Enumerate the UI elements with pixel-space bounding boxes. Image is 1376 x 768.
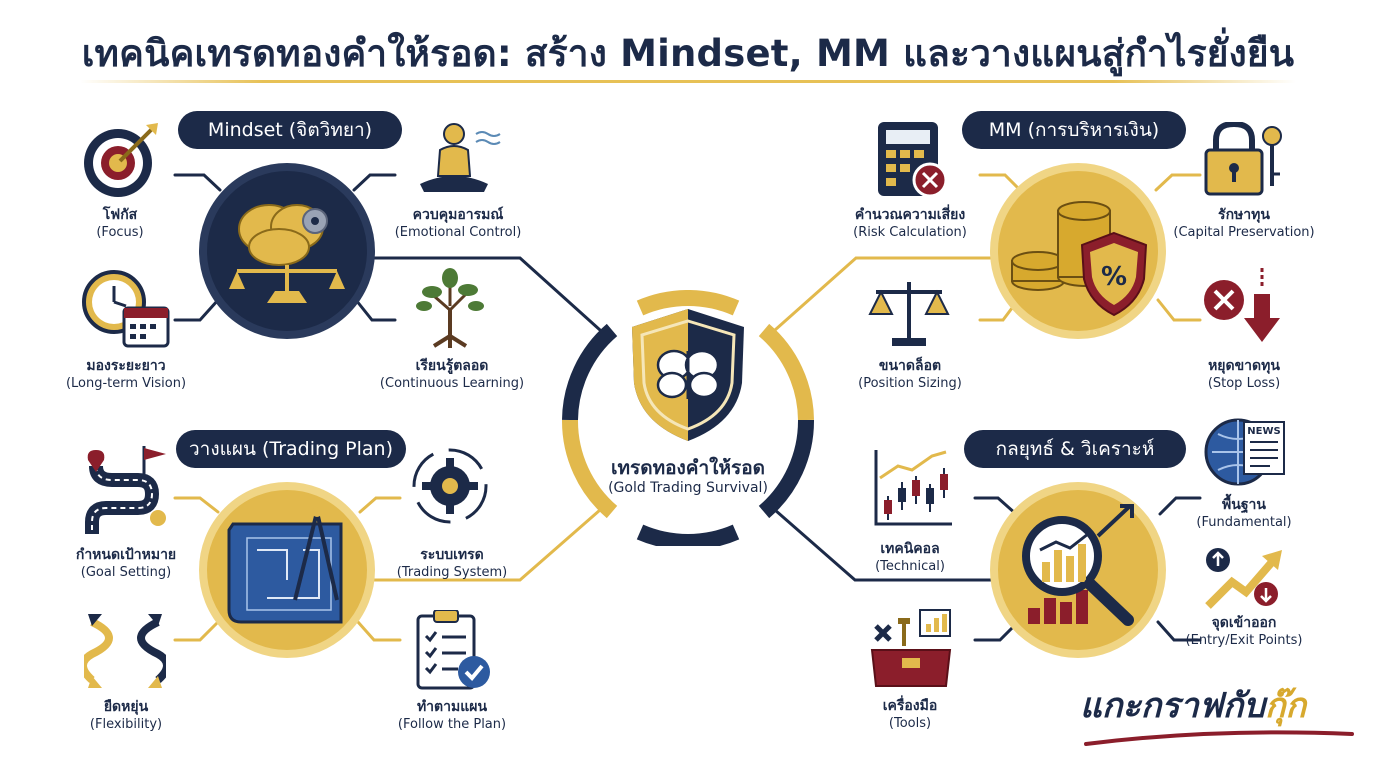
risk-calculation-th: คำนวณความเสี่ยง — [854, 207, 966, 223]
blueprint-compass-icon — [227, 507, 343, 624]
brand-text: แกะกราฟกับ — [1080, 686, 1265, 726]
candlestick-chart-icon — [874, 450, 952, 526]
emotional-control-label: ควบคุมอารมณ์ (Emotional Control) — [358, 206, 558, 242]
technical-en: (Technical) — [875, 559, 945, 574]
focus-th: โฟกัส — [102, 207, 138, 223]
trading-system-en: (Trading System) — [396, 565, 508, 580]
stop-loss-en: (Stop Loss) — [1207, 376, 1281, 391]
technical-label: เทคนิคอล (Technical) — [810, 540, 1010, 576]
balance-scale-icon — [868, 282, 950, 346]
emotional-control-en: (Emotional Control) — [394, 225, 522, 240]
continuous-learning-en: (Continuous Learning) — [379, 376, 525, 391]
toolbox-icon — [870, 609, 952, 687]
long-term-vision-th: มองระยะยาว — [86, 358, 166, 374]
continuous-learning-label: เรียนรู้ตลอด (Continuous Learning) — [352, 357, 552, 393]
brand-logo: แกะกราฟกับกุ๊ก — [1080, 678, 1350, 732]
magnifier-chart-icon — [1022, 504, 1134, 626]
goal-setting-th: กำหนดเป้าหมาย — [75, 547, 177, 563]
emotional-control-th: ควบคุมอารมณ์ — [412, 207, 504, 223]
continuous-learning-th: เรียนรู้ตลอด — [415, 358, 489, 374]
plan-hub — [199, 482, 375, 658]
globe-news-icon: NEWS — [1204, 418, 1285, 486]
plan-header: วางแผน (Trading Plan) — [176, 430, 406, 468]
fundamental-en: (Fundamental) — [1196, 515, 1292, 530]
capital-preservation-label: รักษาทุน (Capital Preservation) — [1144, 206, 1344, 242]
flexibility-en: (Flexibility) — [89, 717, 163, 732]
entry-exit-en: (Entry/Exit Points) — [1185, 633, 1303, 648]
stop-loss-th: หยุดขาดทุน — [1208, 358, 1280, 374]
long-term-vision-label: มองระยะยาว (Long-term Vision) — [26, 357, 226, 393]
follow-plan-label: ทำตามแผน (Follow the Plan) — [352, 698, 552, 734]
focus-label: โฟกัส (Focus) — [20, 206, 220, 242]
flexibility-label: ยืดหยุ่น (Flexibility) — [26, 698, 226, 734]
risk-calculation-label: คำนวณความเสี่ยง (Risk Calculation) — [810, 206, 1010, 242]
strategy-header: กลยุทธ์ & วิเคราะห์ — [964, 430, 1186, 468]
stop-loss-arrow-icon — [1204, 268, 1280, 342]
title-underline — [80, 80, 1296, 83]
meditation-icon — [420, 123, 501, 192]
center-subtitle: (Gold Trading Survival) — [608, 480, 768, 496]
position-sizing-th: ขนาดล็อต — [878, 358, 942, 374]
position-sizing-label: ขนาดล็อต (Position Sizing) — [810, 357, 1010, 393]
trading-system-th: ระบบเทรด — [420, 547, 484, 563]
focus-en: (Focus) — [96, 225, 144, 240]
long-term-vision-en: (Long-term Vision) — [65, 376, 187, 391]
capital-preservation-th: รักษาทุน — [1218, 207, 1270, 223]
entry-exit-th: จุดเข้าออก — [1211, 615, 1277, 631]
fundamental-label: พื้นฐาน (Fundamental) — [1144, 496, 1344, 532]
clock-calendar-icon — [82, 270, 170, 348]
position-sizing-en: (Position Sizing) — [858, 376, 962, 391]
center-hub — [561, 290, 815, 546]
brand-underline — [1084, 730, 1354, 746]
gear-cycle-icon — [412, 448, 488, 524]
stop-loss-label: หยุดขาดทุน (Stop Loss) — [1144, 357, 1344, 393]
brand-highlight: กุ๊ก — [1264, 686, 1307, 726]
coins-shield-percent-icon: % — [1011, 201, 1148, 317]
capital-preservation-en: (Capital Preservation) — [1173, 225, 1315, 240]
entry-exit-label: จุดเข้าออก (Entry/Exit Points) — [1144, 614, 1344, 650]
goal-setting-label: กำหนดเป้าหมาย (Goal Setting) — [26, 546, 226, 582]
goal-setting-en: (Goal Setting) — [80, 565, 172, 580]
flexible-arrows-icon — [84, 614, 166, 688]
trading-system-label: ระบบเทรด (Trading System) — [352, 546, 552, 582]
mm-hub: % — [990, 163, 1166, 339]
target-icon — [84, 123, 158, 197]
padlock-key-icon — [1204, 122, 1282, 196]
technical-th: เทคนิคอล — [880, 541, 940, 557]
mindset-hub — [199, 163, 375, 339]
svg-text:%: % — [1101, 262, 1127, 292]
tools-label: เครื่องมือ (Tools) — [810, 697, 1010, 733]
checklist-icon — [416, 610, 490, 690]
risk-calculation-en: (Risk Calculation) — [853, 225, 967, 240]
mm-header: MM (การบริหารเงิน) — [962, 111, 1186, 149]
tools-en: (Tools) — [888, 716, 932, 731]
center-title: เทรดทองคำให้รอด — [611, 457, 765, 479]
page-title: เทคนิคเทรดทองคำให้รอด: สร้าง Mindset, MM… — [81, 32, 1295, 75]
roadmap-icon — [85, 446, 166, 534]
follow-plan-en: (Follow the Plan) — [397, 717, 507, 732]
follow-plan-th: ทำตามแผน — [416, 699, 488, 715]
tools-th: เครื่องมือ — [882, 698, 938, 714]
tree-icon — [416, 268, 484, 348]
mindset-header: Mindset (จิตวิทยา) — [178, 111, 402, 149]
svg-text:NEWS: NEWS — [1247, 426, 1280, 437]
shield-brain-icon — [632, 309, 744, 441]
strategy-hub — [990, 482, 1166, 658]
calculator-icon — [878, 122, 948, 198]
flexibility-th: ยืดหยุ่น — [103, 699, 149, 715]
entry-exit-arrows-icon — [1205, 548, 1282, 609]
brain-gears-scale-icon — [229, 204, 345, 303]
fundamental-th: พื้นฐาน — [1222, 497, 1266, 513]
